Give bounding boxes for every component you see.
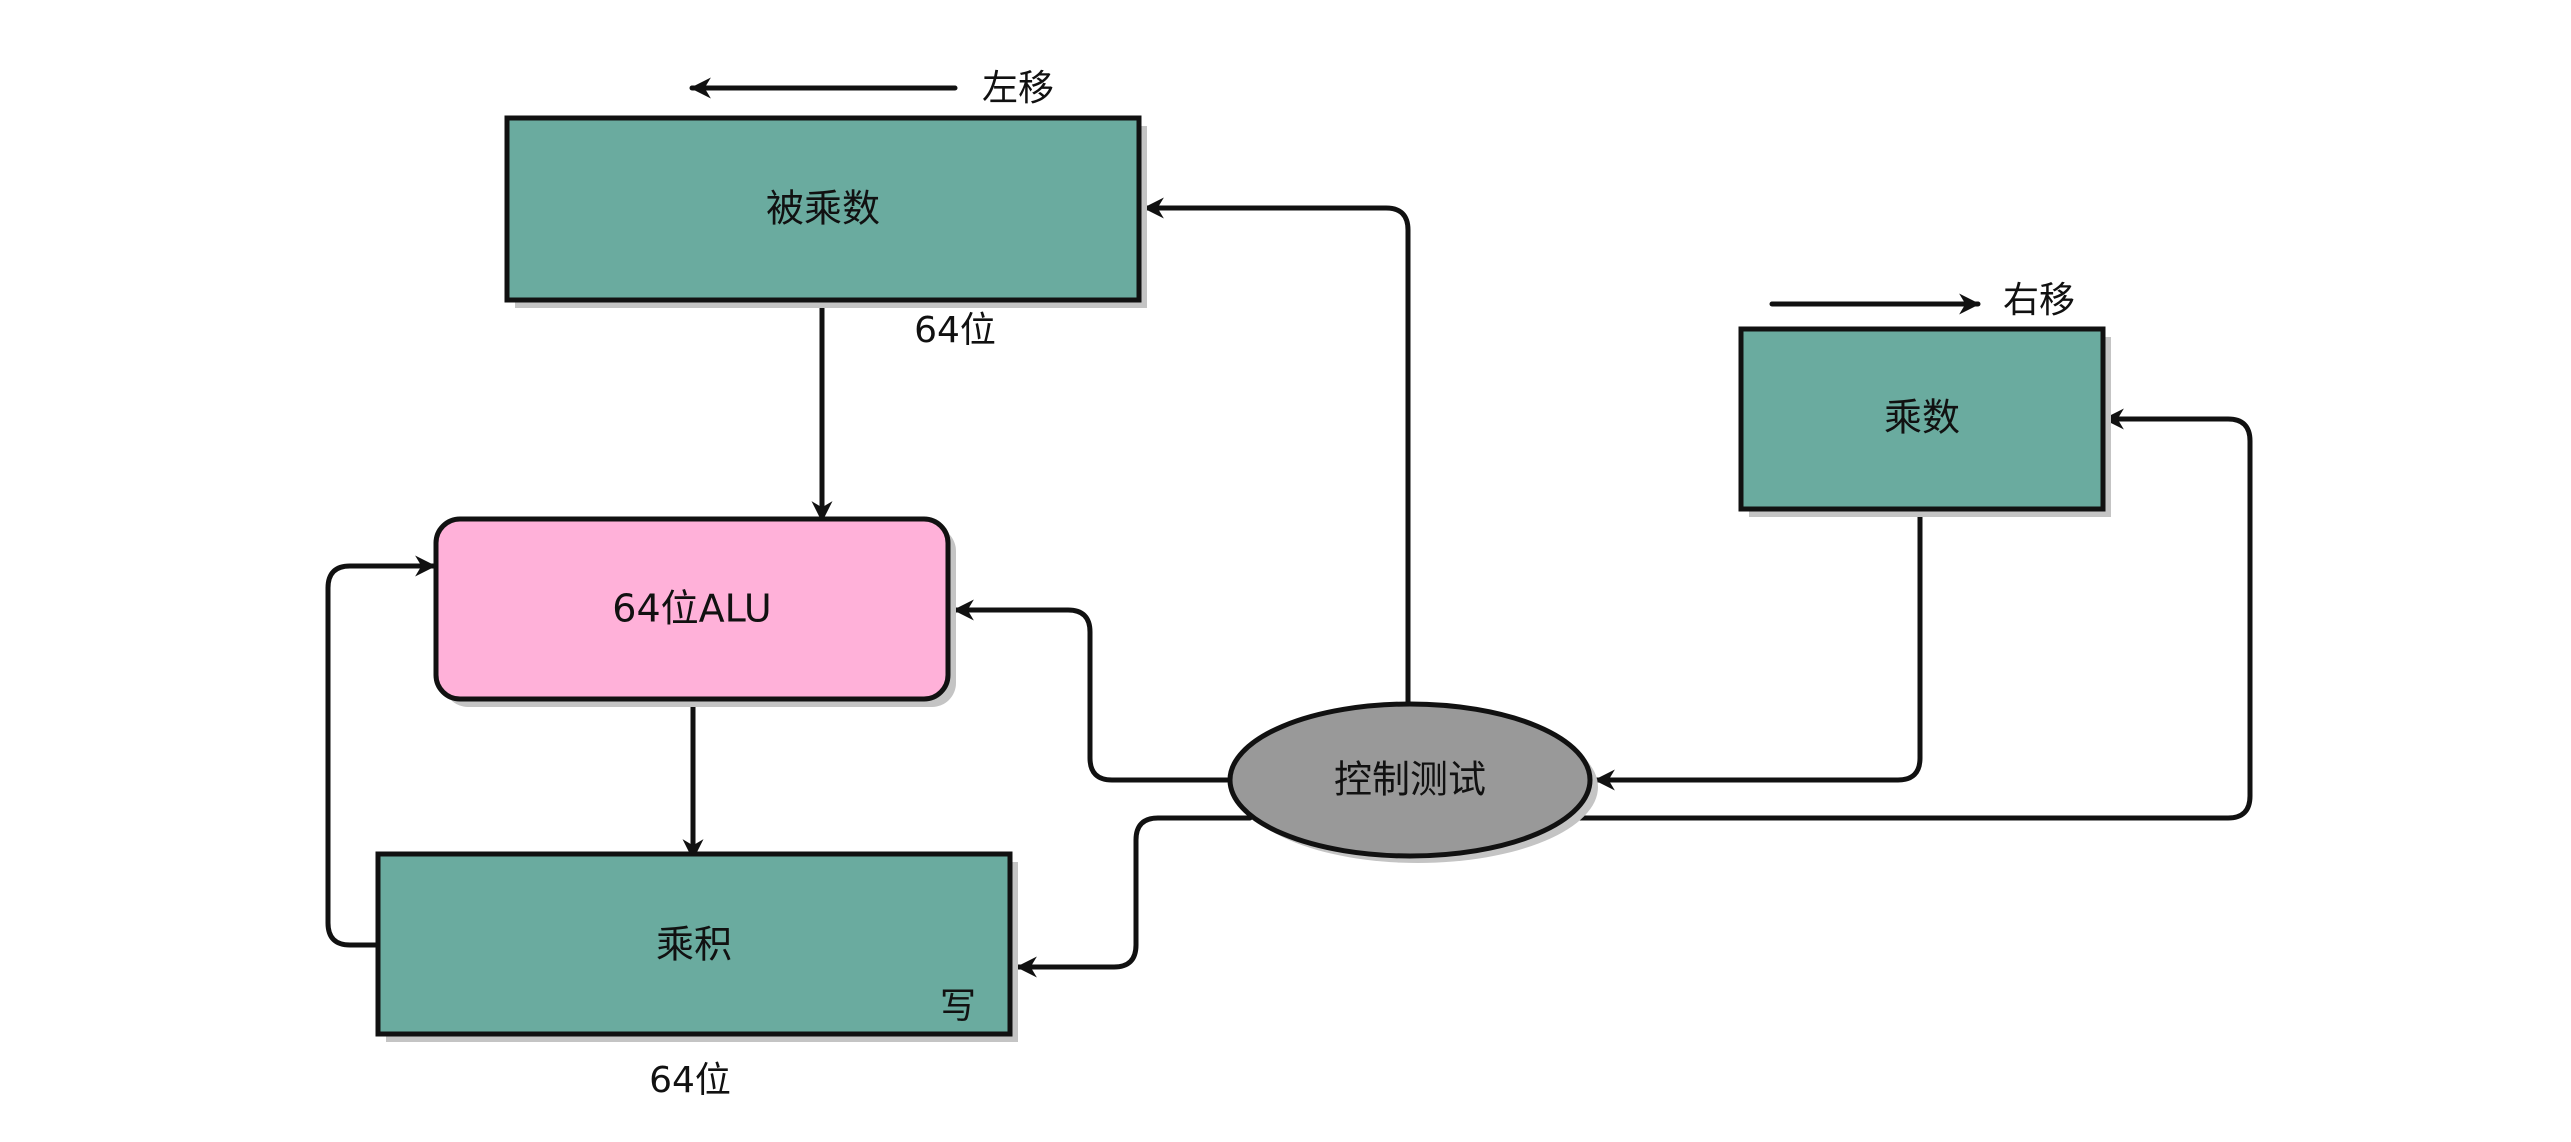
- multiplicand-box: [504, 115, 1142, 303]
- alu-label: 64位ALU: [612, 587, 771, 631]
- multiplier-label: 乘数: [1884, 396, 1960, 440]
- edges: [325, 77, 2253, 978]
- edge-product-to-alu: [325, 555, 437, 948]
- shift-right-label: 右移: [2003, 280, 2075, 321]
- edge-control-to-multiplier: [1572, 408, 2253, 821]
- product-register: 乘积 写: [375, 851, 1018, 1042]
- multiplicand-width-label: 64位: [914, 310, 996, 351]
- edge-control-to-multiplicand: [1142, 197, 1411, 708]
- multiplicand-register: 被乘数: [504, 115, 1147, 308]
- alu-box: [433, 516, 951, 702]
- product-box: [375, 851, 1013, 1037]
- edge-multiplier-to-control: [1593, 505, 1923, 791]
- alu-block: 64位ALU: [433, 516, 956, 707]
- edge-control-to-product: [1015, 815, 1253, 978]
- product-width-label: 64位: [649, 1060, 731, 1101]
- shift-left-label: 左移: [982, 68, 1054, 109]
- multiplier-box: [1738, 326, 2106, 512]
- multiplier-register: 乘数: [1738, 326, 2111, 517]
- product-label: 乘积: [656, 923, 732, 967]
- control-test-unit: 控制测试: [1227, 701, 1598, 863]
- product-write-label: 写: [940, 986, 976, 1027]
- multiplicand-label: 被乘数: [766, 187, 880, 231]
- control-test-label: 控制测试: [1334, 758, 1486, 802]
- edge-control-to-alu: [952, 599, 1235, 783]
- control-test-ellipse: [1227, 701, 1593, 859]
